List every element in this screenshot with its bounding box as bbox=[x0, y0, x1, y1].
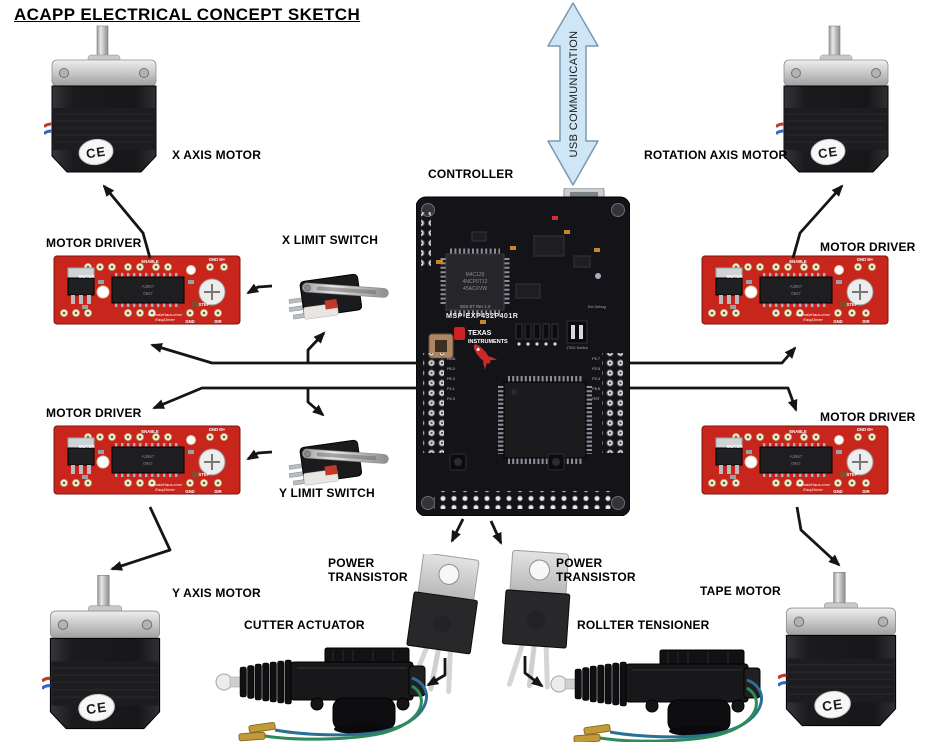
bottom-pin-header bbox=[434, 491, 612, 509]
xds-label: XDS-ET Rev 1.0 bbox=[460, 304, 492, 309]
svg-text:P6.0: P6.0 bbox=[447, 367, 455, 371]
arrow-controller-to-bottom-left-driver bbox=[152, 386, 420, 410]
cutter-actuator bbox=[213, 634, 438, 742]
arrow-x-switch-to-driver bbox=[246, 283, 273, 295]
arrow-branch-to-y-switch bbox=[306, 388, 325, 417]
label-x-limit-switch: X LIMIT SWITCH bbox=[282, 233, 379, 247]
rollter-tensioner bbox=[548, 636, 773, 742]
svg-text:GND: GND bbox=[447, 357, 456, 361]
motor-driver-top-right bbox=[700, 250, 890, 330]
x-axis-motor bbox=[44, 24, 164, 174]
ti-brand-line2: INSTRUMENTS bbox=[468, 339, 508, 345]
arrow-controller-to-top-left-driver bbox=[150, 343, 420, 365]
svg-text:P2.4: P2.4 bbox=[592, 377, 600, 381]
svg-text:P4.3: P4.3 bbox=[447, 397, 455, 401]
svg-text:45ACXVW: 45ACXVW bbox=[463, 286, 487, 292]
label-cutter-actuator: CUTTER ACTUATOR bbox=[244, 618, 365, 632]
arrow-y-switch-to-driver bbox=[246, 449, 273, 461]
label-motor-driver-top-right: MOTOR DRIVER bbox=[820, 240, 916, 254]
svg-text:4NCP0T12: 4NCP0T12 bbox=[463, 279, 488, 285]
arrow-controller-to-bottom-right-driver bbox=[630, 386, 798, 412]
ext-debug-label: Ext Debug bbox=[588, 305, 606, 309]
label-rollter-tensioner: ROLLTER TENSIONER bbox=[577, 618, 710, 632]
svg-text:P2.5: P2.5 bbox=[592, 367, 600, 371]
svg-text:RST: RST bbox=[592, 397, 600, 401]
x-limit-switch bbox=[288, 258, 398, 333]
controller-board-illustration: M4C129 4NCP0T12 45ACXVW XDS-ET Rev 1.0 E… bbox=[416, 188, 630, 516]
motor-driver-bottom-right bbox=[700, 420, 890, 500]
mount-holes bbox=[421, 203, 625, 510]
svg-text:P5.6: P5.6 bbox=[592, 387, 600, 391]
svg-text:P4.1: P4.1 bbox=[447, 387, 455, 391]
reset-button bbox=[428, 333, 454, 359]
page-title: ACAPP ELECTRICAL CONCEPT SKETCH bbox=[14, 5, 361, 24]
board-name-label: MSP-EXP432P401R bbox=[446, 311, 519, 320]
xds-jumpers bbox=[515, 323, 559, 346]
arrow-driver-to-y-motor bbox=[110, 506, 172, 571]
label-motor-driver-top-left: MOTOR DRIVER bbox=[46, 236, 142, 250]
svg-text:P6.3: P6.3 bbox=[447, 377, 455, 381]
right-pin-header bbox=[602, 353, 623, 453]
svg-text:JTAG Switch: JTAG Switch bbox=[566, 346, 588, 350]
jtag-switch: JTAG Switch bbox=[566, 320, 588, 350]
arrow-controller-to-top-right-driver bbox=[630, 346, 797, 365]
arrow-controller-to-left-transistor bbox=[450, 518, 465, 543]
label-x-axis-motor: X AXIS MOTOR bbox=[172, 148, 262, 162]
label-motor-driver-bottom-right: MOTOR DRIVER bbox=[820, 410, 916, 424]
rocket-graphic bbox=[473, 344, 498, 370]
mcu-chip-secondary: M4C129 4NCP0T12 45ACXVW bbox=[440, 248, 510, 316]
label-rotation-axis-motor: ROTATION AXIS MOTOR bbox=[644, 148, 788, 162]
ti-brand-line1: TEXAS bbox=[468, 330, 492, 337]
rotation-axis-motor bbox=[776, 24, 896, 174]
label-motor-driver-bottom-left: MOTOR DRIVER bbox=[46, 406, 142, 420]
usb-communication-arrow: USB COMMUNICATION bbox=[547, 2, 599, 186]
tape-motor bbox=[778, 555, 904, 742]
y-axis-motor bbox=[42, 562, 168, 742]
power-led bbox=[552, 216, 558, 220]
arrow-branch-to-x-switch bbox=[306, 331, 326, 363]
right-pin-labels: P2.7 P2.5 P2.4 P5.6 RST bbox=[592, 357, 600, 401]
left-pin-labels: GND P6.0 P6.3 P4.1 P4.3 bbox=[447, 357, 456, 401]
motor-driver-bottom-left bbox=[52, 420, 242, 500]
svg-text:M4C129: M4C129 bbox=[466, 272, 485, 278]
user-buttons bbox=[449, 453, 565, 471]
motor-driver-top-left bbox=[52, 250, 242, 330]
label-y-limit-switch: Y LIMIT SWITCH bbox=[279, 486, 375, 500]
label-y-axis-motor: Y AXIS MOTOR bbox=[172, 586, 261, 600]
usb-communication-label: USB COMMUNICATION bbox=[568, 31, 580, 158]
label-controller: CONTROLLER bbox=[428, 167, 514, 181]
label-power-transistor-right: POWER TRANSISTOR bbox=[556, 556, 636, 585]
arrow-controller-to-right-transistor bbox=[489, 520, 503, 545]
label-power-transistor-left: POWER TRANSISTOR bbox=[328, 556, 408, 585]
mcu-chip-main bbox=[498, 376, 592, 464]
svg-text:P2.7: P2.7 bbox=[592, 357, 600, 361]
left-pin-header bbox=[423, 353, 444, 453]
label-tape-motor: TAPE MOTOR bbox=[700, 584, 781, 598]
ti-logo-bug bbox=[454, 327, 465, 340]
